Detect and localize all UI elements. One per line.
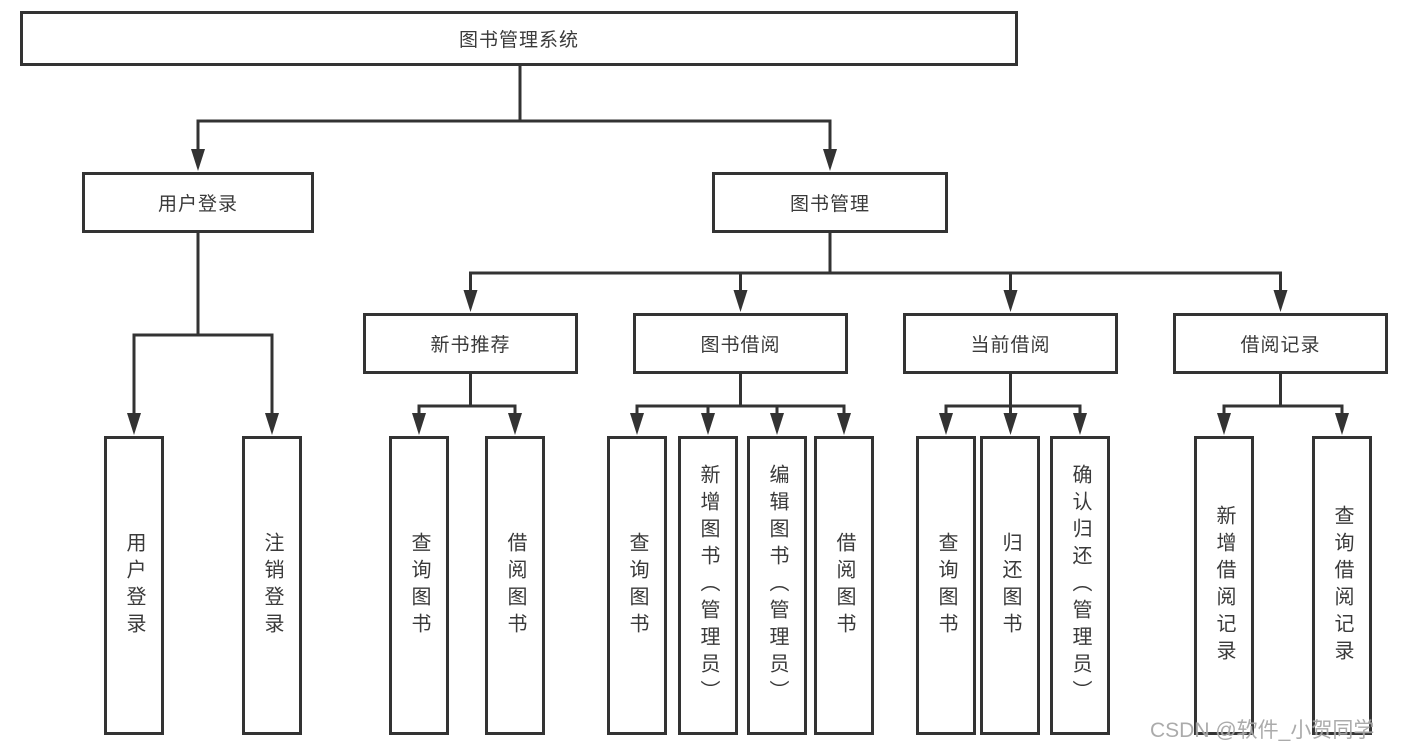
arrow-down-icon (265, 413, 279, 435)
leaf-borrow-books-1: 借阅图书 (485, 436, 545, 735)
node-label: 查询图书 (626, 531, 648, 640)
connector-book-mgmt-to-level3 (469, 233, 1282, 295)
arrow-down-icon (823, 149, 837, 171)
leaf-query-books-2: 查询图书 (607, 436, 667, 735)
node-label: 用户登录 (157, 194, 238, 215)
arrow-down-icon (127, 413, 141, 435)
node-label: 查询借阅记录 (1331, 504, 1353, 667)
connector-book-borrow-to-leaves (635, 374, 846, 418)
leaf-query-books-1: 查询图书 (389, 436, 449, 735)
node-user-login: 用户登录 (82, 172, 314, 233)
node-borrow-records: 借阅记录 (1173, 313, 1388, 374)
node-label: 注销登录 (261, 531, 283, 640)
leaf-return-books: 归还图书 (980, 436, 1040, 735)
arrow-down-icon (1073, 413, 1087, 435)
arrow-down-icon (191, 149, 205, 171)
node-label: 借阅记录 (1240, 335, 1321, 356)
leaf-user-login: 用户登录 (104, 436, 164, 735)
leaf-query-books-3: 查询图书 (916, 436, 976, 735)
node-label: 归还图书 (999, 531, 1021, 640)
node-label: 确认归还（管理员） (1069, 464, 1091, 707)
node-label: 用户登录 (123, 531, 145, 640)
arrow-down-icon (770, 413, 784, 435)
arrow-down-icon (1217, 413, 1231, 435)
node-label: 新书推荐 (430, 335, 511, 356)
connector-new-books-to-leaves (417, 374, 517, 418)
node-label: 借阅图书 (504, 531, 526, 640)
node-label: 图书借阅 (700, 335, 781, 356)
arrow-down-icon (837, 413, 851, 435)
connector-root-to-level2 (196, 66, 832, 152)
node-new-book-recommend: 新书推荐 (363, 313, 578, 374)
leaf-borrow-books-2: 借阅图书 (814, 436, 874, 735)
arrow-down-icon (412, 413, 426, 435)
node-label: 查询图书 (935, 531, 957, 640)
node-label: 图书管理系统 (458, 30, 579, 51)
arrow-down-icon (508, 413, 522, 435)
node-label: 当前借阅 (970, 335, 1051, 356)
node-book-management: 图书管理 (712, 172, 948, 233)
connector-borrow-records-to-leaves (1222, 374, 1344, 418)
connector-user-login-to-leaves (132, 233, 274, 418)
node-label: 图书管理 (789, 194, 870, 215)
node-label: 新增借阅记录 (1213, 504, 1235, 667)
leaf-add-borrow-record: 新增借阅记录 (1194, 436, 1254, 735)
arrow-down-icon (1335, 413, 1349, 435)
arrow-down-icon (701, 413, 715, 435)
node-label: 借阅图书 (833, 531, 855, 640)
arrow-down-icon (1003, 290, 1018, 312)
arrow-down-icon (630, 413, 644, 435)
arrow-down-icon (1273, 290, 1288, 312)
node-label: 编辑图书（管理员） (766, 464, 788, 707)
leaf-query-borrow-record: 查询借阅记录 (1312, 436, 1372, 735)
node-current-borrowing: 当前借阅 (903, 313, 1118, 374)
node-root-library-system: 图书管理系统 (20, 11, 1018, 66)
node-label: 查询图书 (408, 531, 430, 640)
leaf-edit-books-admin: 编辑图书（管理员） (747, 436, 807, 735)
node-label: 新增图书（管理员） (697, 464, 719, 707)
arrow-down-icon (1003, 413, 1018, 435)
arrowheads (127, 149, 1349, 435)
watermark: CSDN @软件_小贺同学 (1150, 719, 1375, 742)
connector-current-borrow-to-leaves (944, 374, 1082, 418)
arrow-down-icon (939, 413, 953, 435)
leaf-logout: 注销登录 (242, 436, 302, 735)
arrow-down-icon (733, 290, 748, 312)
node-book-borrowing: 图书借阅 (633, 313, 848, 374)
leaf-confirm-return-admin: 确认归还（管理员） (1050, 436, 1110, 735)
arrow-down-icon (463, 290, 478, 312)
leaf-add-books-admin: 新增图书（管理员） (678, 436, 738, 735)
